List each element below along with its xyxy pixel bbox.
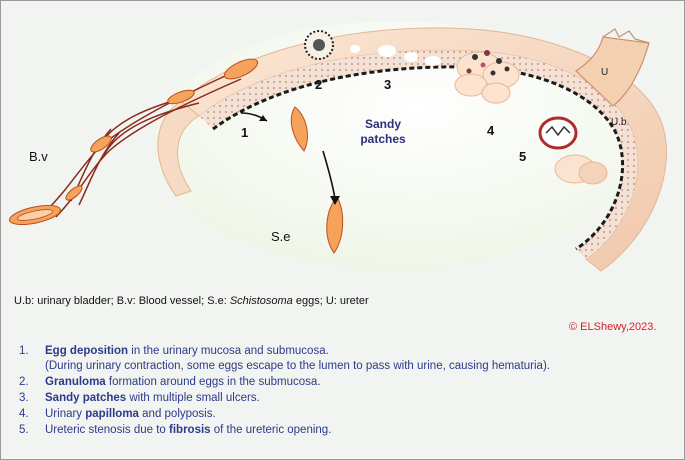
legend-text: eggs; U: ureter	[292, 295, 369, 307]
sandy-patch	[350, 45, 360, 53]
stage-number: 1.	[19, 345, 29, 357]
legend-genus: Schistosoma	[229, 295, 293, 307]
stage-text: Urinary	[45, 407, 86, 420]
granuloma-core	[313, 39, 325, 51]
arrowhead	[259, 115, 267, 121]
mucosa-line	[212, 65, 624, 251]
stage-text: Ureteric stenosis due to	[45, 423, 170, 436]
sandy-patch	[404, 52, 418, 62]
stage-keyword: Granuloma	[45, 375, 106, 388]
legend-text: U.b: urinary bladder; B.v: Blood vessel;…	[14, 295, 230, 307]
marker-1: 1	[241, 125, 249, 140]
schistosoma-egg	[326, 196, 344, 254]
stage-item: 2. Granuloma formation around eggs in the…	[19, 375, 669, 390]
sandy-patches-label: Sandy patches	[360, 117, 406, 146]
stage-number: 2.	[19, 375, 29, 388]
stage-item: 4. Urinary papilloma and polyposis.	[19, 407, 669, 422]
stage-list: 1. Egg deposition in the urinary mucosa a…	[19, 344, 669, 439]
stage-item: 1. Egg deposition in the urinary mucosa a…	[19, 344, 669, 373]
vessel-egg	[90, 135, 112, 153]
marker-5: 5	[519, 149, 527, 164]
stage-text: in the urinary mucosa and submucosa.	[128, 345, 329, 357]
bladder-diagram	[9, 21, 667, 272]
vessel-egg	[167, 89, 195, 105]
submucosa-layer	[199, 50, 638, 259]
copyright-text: © ELShewy,2023.	[569, 321, 657, 333]
schistosoma-eggs-label: S.e	[271, 229, 291, 244]
stage-item: 3. Sandy patches with multiple small ulce…	[19, 391, 669, 406]
vessel-egg	[65, 185, 83, 201]
vessel-egg	[223, 58, 259, 80]
stage-keyword: Egg deposition	[45, 345, 129, 357]
stage-text: with multiple small ulcers.	[126, 391, 260, 404]
abbreviation-legend: U.b: urinary bladder; B.v: Blood vessel;…	[14, 295, 369, 307]
arrowhead	[330, 196, 340, 205]
stage-number: 4.	[19, 407, 29, 420]
papilloma-cluster	[454, 50, 520, 104]
stage-keyword: papilloma	[85, 407, 139, 420]
stage-keyword: fibrosis	[169, 423, 211, 436]
stage-text: formation around eggs in the submucosa.	[105, 375, 321, 388]
marker-4: 4	[487, 123, 495, 138]
stage-number: 3.	[19, 391, 29, 404]
sandy-patch	[378, 45, 396, 57]
sandy-patch	[425, 56, 441, 66]
ureter-label: U	[601, 67, 609, 78]
ureter-top-edge	[602, 28, 650, 44]
schistosoma-egg	[290, 106, 308, 152]
wall-tail	[157, 100, 200, 197]
blood-vessel-label: B.v	[29, 149, 48, 164]
urinary-bladder-label: U.b	[611, 117, 627, 128]
ureteric-opening	[538, 116, 608, 185]
vessel-egg-lumen	[16, 209, 54, 221]
stage-keyword: Sandy patches	[45, 391, 127, 404]
stage-number: 5.	[19, 423, 29, 436]
stage-item: 5. Ureteric stenosis due to fibrosis of t…	[19, 423, 669, 438]
marker-2: 2	[315, 77, 323, 92]
stage-text: of the ureteric opening.	[210, 423, 332, 436]
stage-text: and polyposis.	[138, 407, 216, 420]
marker-3: 3	[384, 77, 392, 92]
stage-subtext: (During urinary contraction, some eggs e…	[45, 359, 550, 372]
